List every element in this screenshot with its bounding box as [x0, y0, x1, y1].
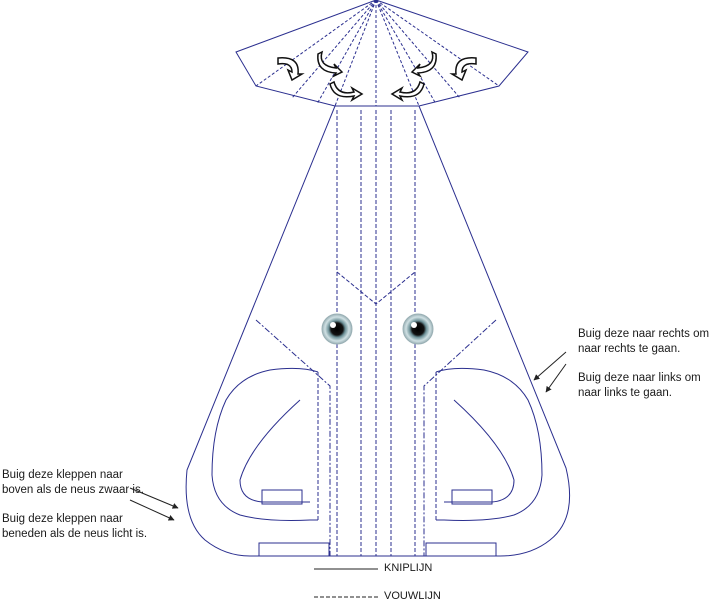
- curved-arrow-icon: [329, 80, 364, 102]
- left-flap-tab: [261, 489, 303, 505]
- note-line: naar links te gaan.: [578, 387, 672, 399]
- curved-arrow-icon: [449, 57, 477, 82]
- bottom-tab-left: [258, 542, 330, 557]
- note-line: beneden als de neus licht is.: [2, 528, 148, 540]
- note-line: Buig deze kleppen naar: [2, 513, 123, 525]
- note-line: Buig deze kleppen naar: [2, 469, 123, 481]
- nose-outline: [235, 0, 529, 107]
- note-line: Buig deze naar rechts om: [578, 328, 710, 340]
- v-fold: [336, 271, 416, 305]
- legend-fold-label: VOUWLIJN: [384, 590, 441, 602]
- note-flaps-up: Buig deze kleppen naar boven als de neus…: [2, 468, 144, 498]
- fold-arrows: [277, 50, 477, 102]
- note-line: naar rechts te gaan.: [578, 343, 681, 355]
- right-eye: [402, 313, 434, 345]
- eyes: [321, 313, 434, 345]
- wing-fold-lines: [255, 319, 497, 556]
- right-flap-inner: [444, 399, 515, 503]
- note-line: Buig deze naar links om: [578, 372, 701, 384]
- note-flaps-down: Buig deze kleppen naar beneden als de ne…: [2, 512, 147, 542]
- note-bend-right: Buig deze naar rechts om naar rechts te …: [578, 327, 709, 357]
- bottom-tab-right: [425, 542, 497, 557]
- legend-cut-label: KNIPLIJN: [384, 562, 433, 574]
- right-flap-tab: [451, 489, 493, 505]
- curved-arrow-icon: [277, 57, 305, 82]
- note-bend-left: Buig deze naar links om naar links te ga…: [578, 371, 701, 401]
- curved-arrow-icon: [390, 80, 425, 102]
- right-flap-cutout: [435, 367, 543, 521]
- left-eye: [321, 313, 353, 345]
- left-flap-cutout: [211, 367, 319, 521]
- body-outline: [185, 105, 571, 557]
- nose-fold-lines: [255, 0, 500, 107]
- note-line: boven als de neus zwaar is.: [2, 484, 144, 496]
- curved-arrow-icon: [317, 50, 344, 78]
- annotation-arrows: [129, 351, 567, 521]
- curved-arrow-icon: [410, 50, 437, 78]
- left-flap-inner: [239, 399, 310, 503]
